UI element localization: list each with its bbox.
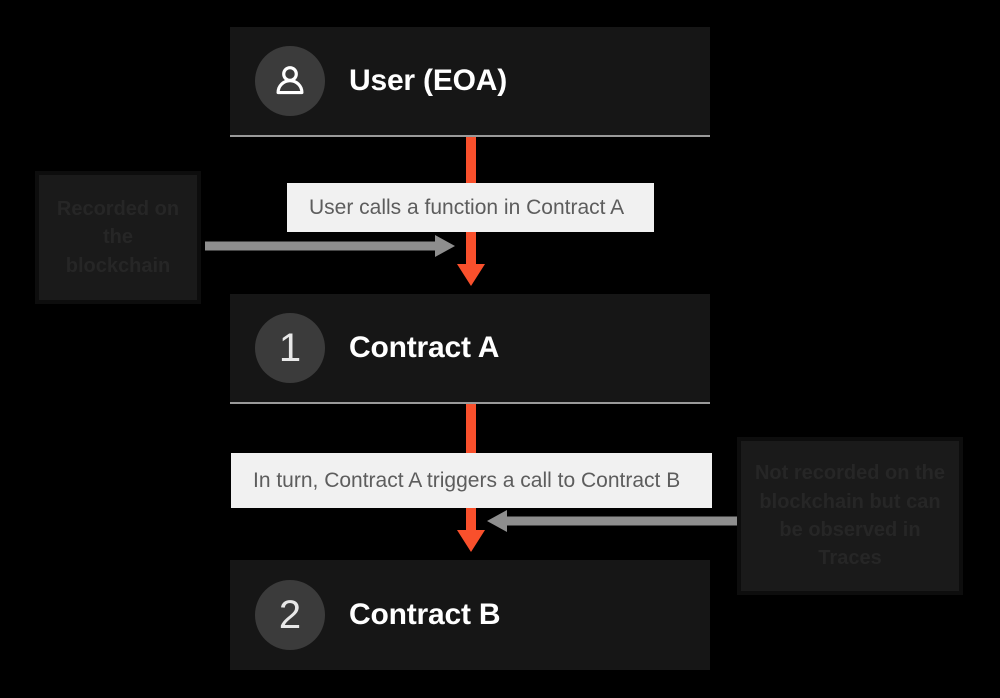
caption-user-calls-contract-a: User calls a function in Contract A	[287, 183, 654, 232]
arrow-shaft	[205, 241, 437, 251]
step-number-badge: 1	[255, 313, 325, 383]
node-contract-b[interactable]: 2 Contract B	[230, 560, 710, 670]
user-icon	[255, 46, 325, 116]
arrow-head	[435, 235, 455, 257]
annotation-recorded-on-blockchain: Recorded on the blockchain	[35, 171, 201, 304]
pointer-arrow-not-recorded	[487, 510, 737, 532]
arrow-head	[487, 510, 507, 532]
node-contract-a[interactable]: 1 Contract A	[230, 294, 710, 404]
arrow-head	[457, 264, 485, 286]
pointer-arrow-recorded	[205, 235, 455, 257]
node-user[interactable]: User (EOA)	[230, 27, 710, 137]
node-label: User (EOA)	[349, 64, 508, 97]
step-number-badge: 2	[255, 580, 325, 650]
caption-contract-a-triggers-contract-b: In turn, Contract A triggers a call to C…	[231, 453, 712, 508]
node-label: Contract A	[349, 331, 500, 364]
annotation-not-recorded-on-blockchain: Not recorded on the blockchain but can b…	[737, 437, 963, 595]
node-label: Contract B	[349, 598, 501, 631]
arrow-head	[457, 530, 485, 552]
arrow-shaft	[505, 516, 737, 526]
